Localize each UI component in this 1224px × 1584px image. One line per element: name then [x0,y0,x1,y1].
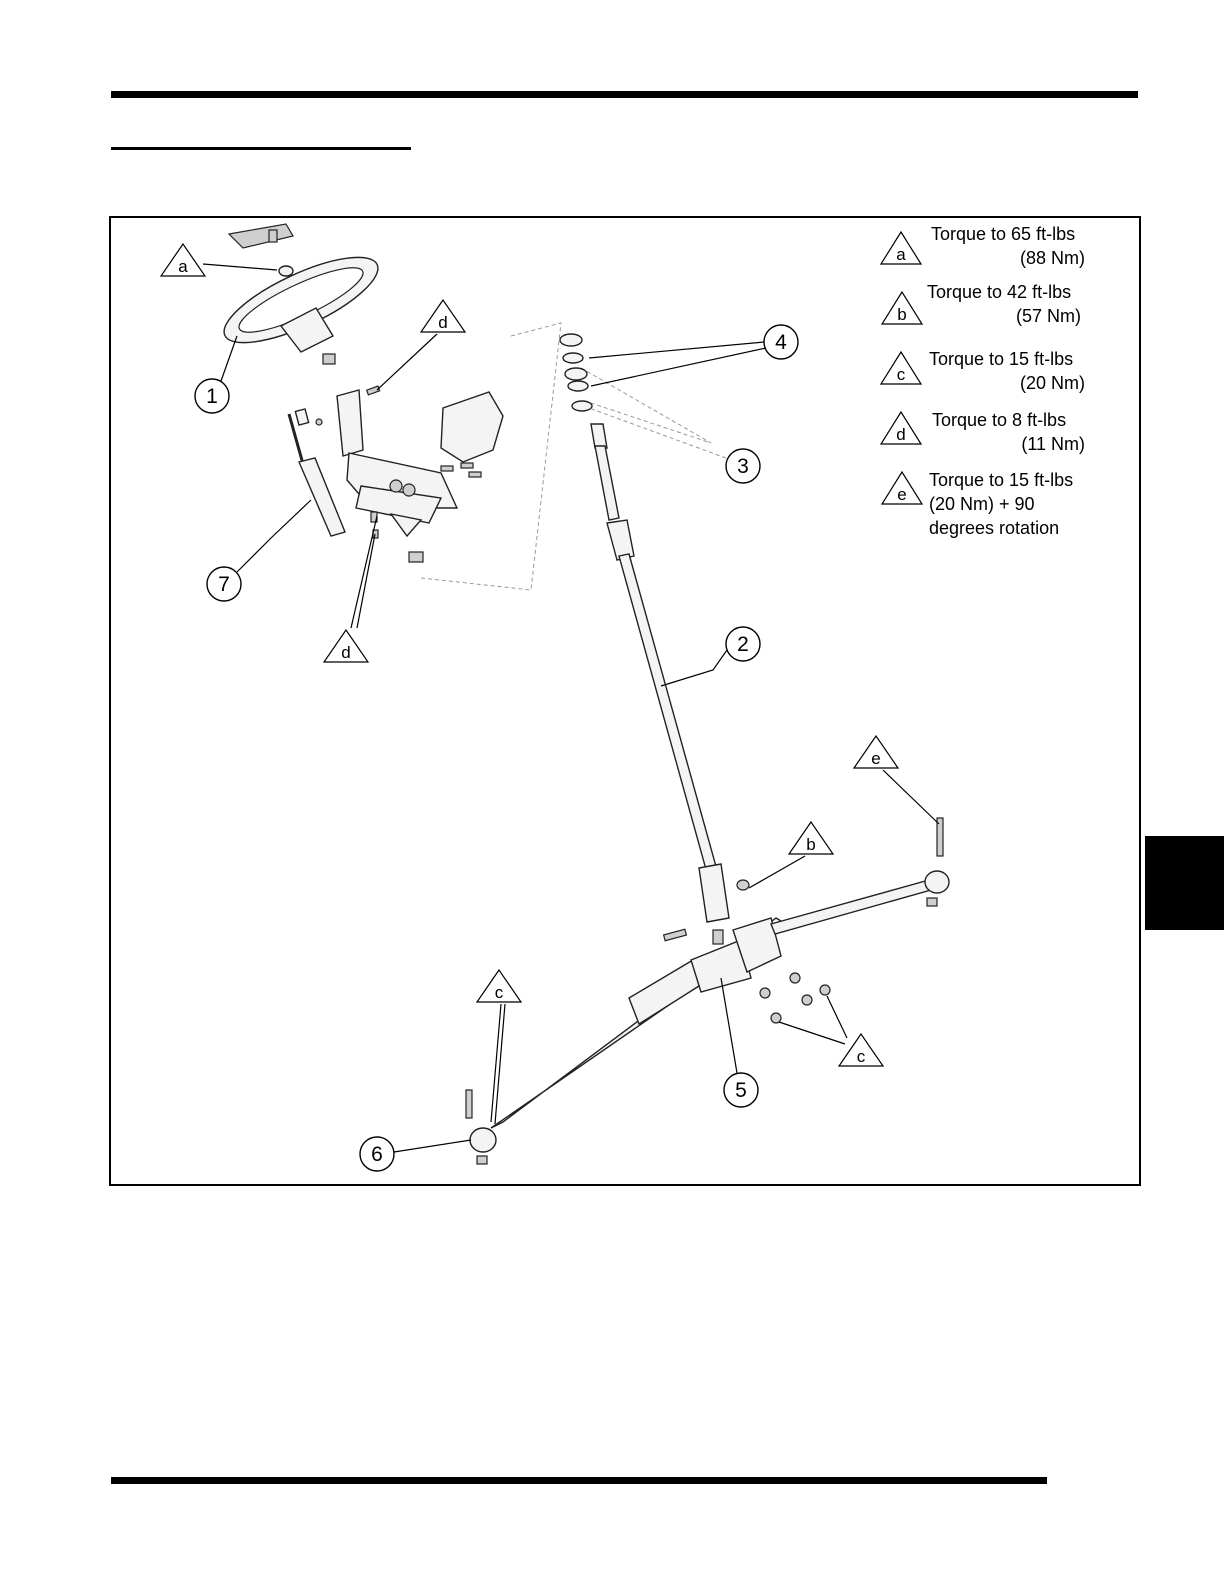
steering-shaft [591,424,729,922]
svg-text:6: 6 [371,1143,383,1166]
legend-item-b: b Torque to 42 ft-lbs (57 Nm) [882,282,1081,326]
column-bushing-upper [323,354,335,364]
callout-6: 6 [360,1137,471,1171]
callout-3: 3 [589,408,760,483]
pinch-bolt [664,929,687,940]
torque-callout-d-upper: d [377,300,465,390]
torque-callout-b: b [749,822,833,888]
steering-wheel [214,241,388,359]
svg-text:degrees rotation: degrees rotation [929,518,1059,538]
svg-text:Torque to 65 ft-lbs: Torque to 65 ft-lbs [931,224,1075,244]
svg-text:3: 3 [737,455,749,478]
svg-text:c: c [897,365,906,384]
svg-text:b: b [806,835,815,854]
torque-legend: a Torque to 65 ft-lbs (88 Nm) b Torque t… [881,224,1085,538]
steering-cap [229,224,293,248]
column-seals [560,334,592,411]
steering-exploded-diagram: 1 2 3 4 5 6 7 a d [109,216,1141,1186]
svg-text:1: 1 [206,385,218,408]
svg-text:Torque to 8 ft-lbs: Torque to 8 ft-lbs [932,410,1066,430]
torque-callout-a: a [161,244,277,276]
svg-text:(20 Nm): (20 Nm) [1020,373,1085,393]
svg-text:7: 7 [218,573,230,596]
tilt-gas-strut [289,409,345,536]
top-rule [111,91,1138,98]
svg-text:e: e [871,749,880,768]
svg-text:d: d [438,313,447,332]
svg-text:Torque to 15 ft-lbs: Torque to 15 ft-lbs [929,470,1073,490]
svg-text:(57 Nm): (57 Nm) [1016,306,1081,326]
callout-4: 4 [589,325,798,386]
svg-text:(20 Nm) + 90: (20 Nm) + 90 [929,494,1035,514]
column-bushing-lower [409,552,423,562]
svg-text:b: b [897,305,906,324]
torque-callout-c-right: c [779,996,883,1066]
svg-text:5: 5 [735,1079,747,1102]
legend-item-c: c Torque to 15 ft-lbs (20 Nm) [881,349,1085,393]
svg-text:e: e [897,485,906,504]
svg-text:d: d [341,643,350,662]
svg-text:(11 Nm): (11 Nm) [1021,434,1085,454]
svg-text:2: 2 [737,633,749,656]
callout-7: 7 [207,500,311,601]
callout-2: 2 [661,627,760,686]
torque-callout-e: e [854,736,939,824]
steering-nut [279,266,293,276]
svg-text:(88 Nm): (88 Nm) [1020,248,1085,268]
pinch-nut [737,880,749,890]
legend-item-a: a Torque to 65 ft-lbs (88 Nm) [881,224,1085,268]
svg-text:c: c [857,1047,866,1066]
diagram-canvas: 1 2 3 4 5 6 7 a d [111,218,1139,1184]
callout-5: 5 [721,978,758,1107]
legend-item-e: e Torque to 15 ft-lbs (20 Nm) + 90 degre… [882,470,1073,538]
title-underline [111,147,411,150]
column-shroud [441,392,503,462]
assembly-hint-column [421,323,561,590]
svg-text:a: a [178,257,188,276]
svg-text:Torque to 15 ft-lbs: Torque to 15 ft-lbs [929,349,1073,369]
svg-text:a: a [896,245,906,264]
chapter-tab [1145,836,1224,930]
steering-column-bracket [337,390,457,536]
legend-item-d: d Torque to 8 ft-lbs (11 Nm) [881,410,1085,454]
bottom-rule [111,1477,1047,1484]
svg-text:4: 4 [775,331,787,354]
torque-callout-d-lower: d [324,516,377,662]
rack-mount-nuts [760,973,830,1023]
tie-rod-end-right [925,818,949,906]
svg-text:c: c [495,983,504,1002]
callout-1: 1 [195,336,237,413]
svg-text:Torque to 42 ft-lbs: Torque to 42 ft-lbs [927,282,1071,302]
torque-callout-c-left: c [477,970,521,1124]
svg-text:d: d [896,425,905,444]
